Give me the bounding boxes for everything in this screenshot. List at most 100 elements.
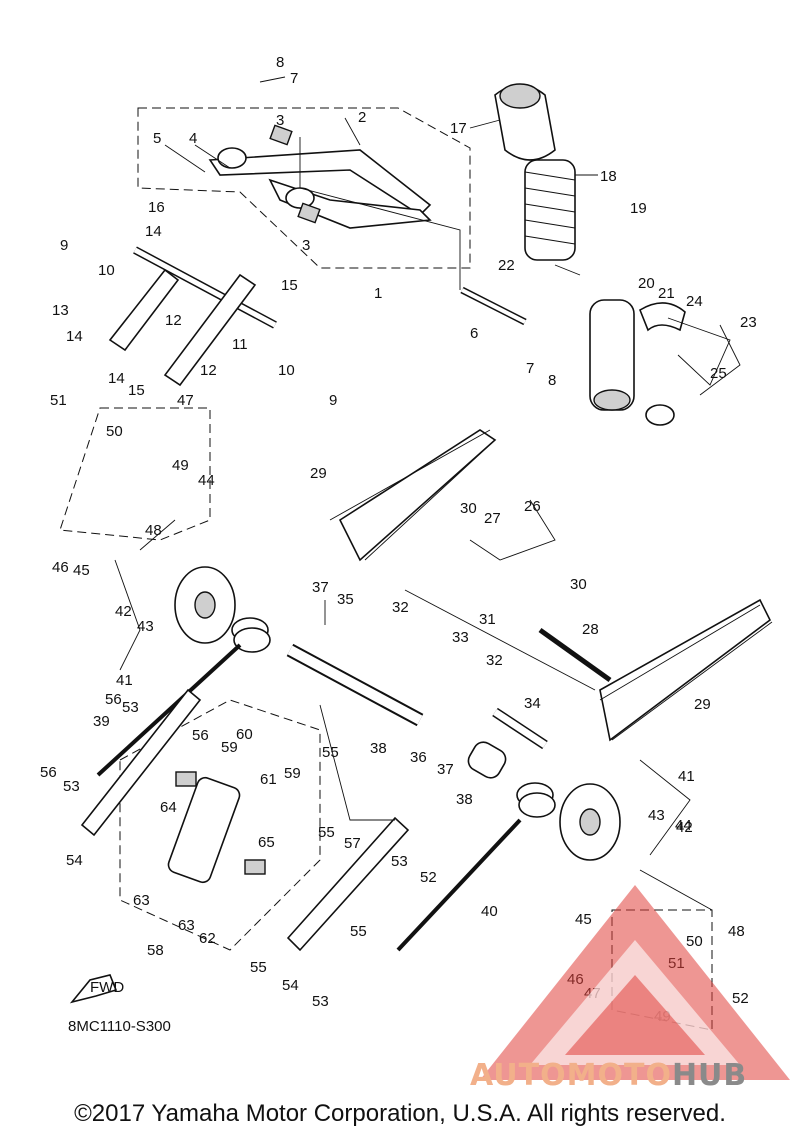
- swing-arm-upper: [208, 124, 432, 229]
- leader-lines: [114, 76, 741, 911]
- part-label: 5: [153, 130, 161, 147]
- part-label: 37: [437, 761, 454, 778]
- part-label: 25: [710, 365, 727, 382]
- part-label: 9: [60, 237, 68, 254]
- diagram-code: 8MC1110-S300: [68, 1018, 171, 1035]
- part-label: 43: [648, 807, 665, 824]
- part-label: 42: [676, 819, 693, 836]
- part-label: 26: [524, 498, 541, 515]
- watermark-text-part2: HUB: [671, 1058, 748, 1093]
- part-label: 10: [98, 262, 115, 279]
- part-label: 56: [105, 691, 122, 708]
- part-label: 21: [658, 285, 675, 302]
- links-and-damper: [80, 688, 410, 952]
- part-label: 16: [148, 199, 165, 216]
- group-outline-58: [119, 699, 321, 951]
- rear-shock-absorber: [494, 83, 686, 426]
- part-label: 45: [575, 911, 592, 928]
- part-label: 57: [344, 835, 361, 852]
- part-label: 41: [116, 672, 133, 689]
- part-label: 27: [484, 510, 501, 527]
- part-label: 40: [481, 903, 498, 920]
- part-label: 18: [600, 168, 617, 185]
- part-label: 31: [479, 611, 496, 628]
- watermark-text: AUTOMOTOHUB: [470, 1058, 747, 1093]
- part-label: 14: [108, 370, 125, 387]
- part-label: 42: [115, 603, 132, 620]
- part-label: 45: [73, 562, 90, 579]
- group-outline-47-left: [59, 407, 211, 541]
- part-label: 54: [66, 852, 83, 869]
- part-label: 38: [456, 791, 473, 808]
- part-label: 55: [322, 744, 339, 761]
- part-label: 9: [329, 392, 337, 409]
- part-label: 55: [318, 824, 335, 841]
- part-label: 15: [128, 382, 145, 399]
- part-label: 64: [160, 799, 177, 816]
- part-label: 6: [470, 325, 478, 342]
- part-label: 39: [93, 713, 110, 730]
- part-label: 33: [452, 629, 469, 646]
- part-label: 32: [392, 599, 409, 616]
- part-label: 15: [281, 277, 298, 294]
- svg-text:FWD: FWD: [90, 979, 124, 996]
- part-label: 56: [192, 727, 209, 744]
- part-label: 14: [66, 328, 83, 345]
- part-label: 34: [524, 695, 541, 712]
- part-label: 62: [199, 930, 216, 947]
- part-label: 59: [221, 739, 238, 756]
- part-label: 48: [145, 522, 162, 539]
- part-label: 36: [410, 749, 427, 766]
- part-label: 37: [312, 579, 329, 596]
- part-label: 29: [310, 465, 327, 482]
- part-label: 19: [630, 200, 647, 217]
- part-label: 1: [374, 285, 382, 302]
- part-label: 24: [686, 293, 703, 310]
- part-label: 38: [370, 740, 387, 757]
- part-label: 20: [638, 275, 655, 292]
- part-label: 28: [582, 621, 599, 638]
- part-label: 11: [232, 336, 248, 353]
- slide-rail: [329, 429, 773, 741]
- part-label: 55: [250, 959, 267, 976]
- part-label: 52: [732, 990, 749, 1007]
- part-label: 7: [526, 360, 534, 377]
- part-label: 2: [358, 109, 366, 126]
- part-label: 30: [570, 576, 587, 593]
- part-label: 3: [276, 112, 284, 129]
- center-shafts: [286, 627, 612, 779]
- group-outline-1: [137, 107, 471, 269]
- watermark-text-part1: AUTOMOTO: [470, 1058, 672, 1093]
- part-label: 53: [122, 699, 139, 716]
- part-label: 58: [147, 942, 164, 959]
- part-label: 50: [686, 933, 703, 950]
- part-label: 63: [178, 917, 195, 934]
- part-label: 7: [290, 70, 298, 87]
- part-label: 35: [337, 591, 354, 608]
- part-label: 3: [302, 237, 310, 254]
- part-label: 8: [548, 372, 556, 389]
- part-label: 17: [450, 120, 467, 137]
- part-label: 49: [172, 457, 189, 474]
- part-label: 30: [460, 500, 477, 517]
- watermark-logo: [480, 885, 790, 1080]
- part-label: 53: [391, 853, 408, 870]
- part-label: 59: [284, 765, 301, 782]
- part-label: 65: [258, 834, 275, 851]
- part-label: 44: [198, 472, 215, 489]
- part-label: 32: [486, 652, 503, 669]
- side-rail-left: [338, 429, 772, 742]
- part-label: 48: [728, 923, 745, 940]
- part-label: 55: [350, 923, 367, 940]
- copyright-notice: ©2017 Yamaha Motor Corporation, U.S.A. A…: [74, 1100, 726, 1127]
- part-label: 22: [498, 257, 515, 274]
- part-label: 23: [740, 314, 757, 331]
- part-label: 4: [189, 130, 197, 147]
- fwd-arrow: FWD: [69, 974, 124, 1004]
- part-label: 46: [52, 559, 69, 576]
- part-label: 63: [133, 892, 150, 909]
- part-label: 53: [312, 993, 329, 1010]
- part-label: 12: [200, 362, 217, 379]
- part-label: 52: [420, 869, 437, 886]
